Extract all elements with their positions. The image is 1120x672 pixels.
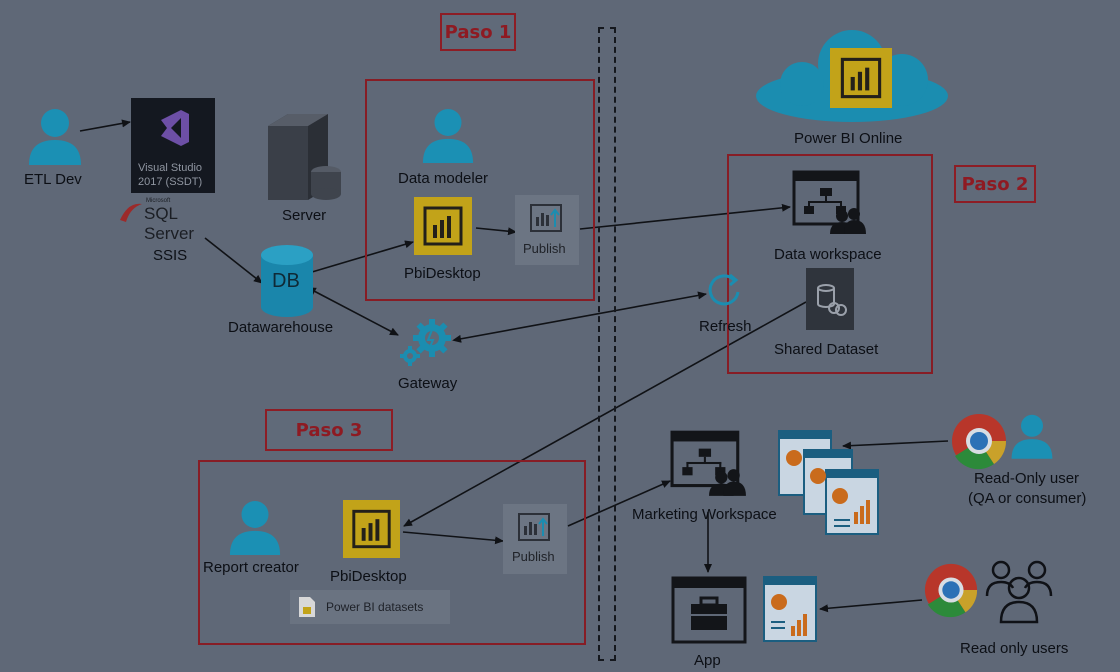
datawarehouse-label: Datawarehouse <box>228 319 334 336</box>
arrow-pbidesktop2-to-publish2 <box>402 531 504 545</box>
marketing-workspace-label: Marketing Workspace <box>632 506 777 523</box>
refresh-label: Refresh <box>699 318 752 335</box>
publish-2-label: Publish <box>512 549 555 564</box>
app-label: App <box>694 652 721 669</box>
arrow-chrome-to-reports <box>842 440 949 450</box>
power-bi-datasets-label: Power BI datasets <box>326 600 424 614</box>
arrow-etl-to-vs <box>79 119 131 132</box>
shared-dataset-label: Shared Dataset <box>774 341 879 358</box>
step-3-box <box>198 460 586 645</box>
read-only-users-label: Read only users <box>960 640 1069 657</box>
step-2-box <box>727 154 933 374</box>
data-modeler-person-icon <box>421 107 475 168</box>
gateway-gear-icon <box>398 316 458 373</box>
arrow-db-gateway <box>306 287 399 336</box>
arrow-db-to-pbidesktop <box>311 240 414 273</box>
database-text: DB <box>272 270 300 292</box>
arrow-dataset-to-pbidesktop <box>403 301 807 527</box>
arrow-chrome2-to-report <box>819 599 923 613</box>
etl-dev-label: ETL Dev <box>24 171 82 188</box>
report-icon-stack <box>778 430 882 543</box>
sql-server-label: SQL Server <box>144 204 195 243</box>
gateway-label: Gateway <box>398 375 458 392</box>
report-creator-person-icon <box>228 499 282 560</box>
chrome-icon <box>950 412 1008 475</box>
step-3-label: Paso 3 <box>265 409 393 451</box>
server-icon <box>264 112 344 205</box>
publish-icon-step3: Publish <box>503 504 567 574</box>
report-creator-label: Report creator <box>203 559 299 576</box>
powerbi-icon <box>414 197 472 255</box>
marketing-workspace-icon <box>670 430 748 501</box>
power-bi-online-label: Power BI Online <box>794 130 903 147</box>
database-icon: DB <box>259 245 315 317</box>
step-1-box <box>365 79 595 301</box>
powerbi-online-icon <box>830 48 892 108</box>
person-icon <box>27 107 83 170</box>
arrow-ssis-to-db <box>204 237 263 284</box>
dataset-icon <box>806 268 854 330</box>
arrow-pbidesktop-to-publish <box>475 227 517 236</box>
chrome-icon-2 <box>923 562 979 623</box>
readonly-user-person-icon <box>1010 410 1054 467</box>
pbidesktop-2-label: PbiDesktop <box>330 568 407 585</box>
data-workspace-label: Data workspace <box>774 246 882 263</box>
server-label: Server <box>282 207 327 224</box>
step-1-label: Paso 1 <box>440 13 516 51</box>
refresh-icon <box>706 272 744 315</box>
visual-studio-line1: Visual Studio <box>138 162 203 174</box>
power-bi-datasets-chip: Power BI datasets <box>290 590 450 624</box>
data-modeler-label: Data modeler <box>398 170 489 187</box>
app-briefcase-icon <box>671 576 747 651</box>
publish-1-label: Publish <box>523 241 566 256</box>
arrow-gateway-refresh <box>452 291 707 343</box>
step-2-label: Paso 2 <box>954 165 1036 203</box>
sql-server-icon: Microsoft SQL Server <box>118 198 228 243</box>
visual-studio-icon: Visual Studio 2017 (SSDT) <box>131 98 215 193</box>
pbidesktop-1-label: PbiDesktop <box>404 265 481 282</box>
visual-studio-line2: 2017 (SSDT) <box>138 176 203 188</box>
readonly-user-label-1: Read-Only user <box>974 470 1080 487</box>
users-group-icon <box>984 556 1054 631</box>
report-icon-single <box>763 576 817 647</box>
readonly-user-label-2: (QA or consumer) <box>968 490 1087 507</box>
workspace-icon <box>792 170 868 239</box>
cloud-boundary-divider <box>598 27 616 661</box>
ssis-label: SSIS <box>153 247 188 264</box>
publish-icon: Publish <box>515 195 579 265</box>
sql-server-brand-small: Microsoft <box>146 198 171 204</box>
powerbi-icon-step3 <box>343 500 400 558</box>
